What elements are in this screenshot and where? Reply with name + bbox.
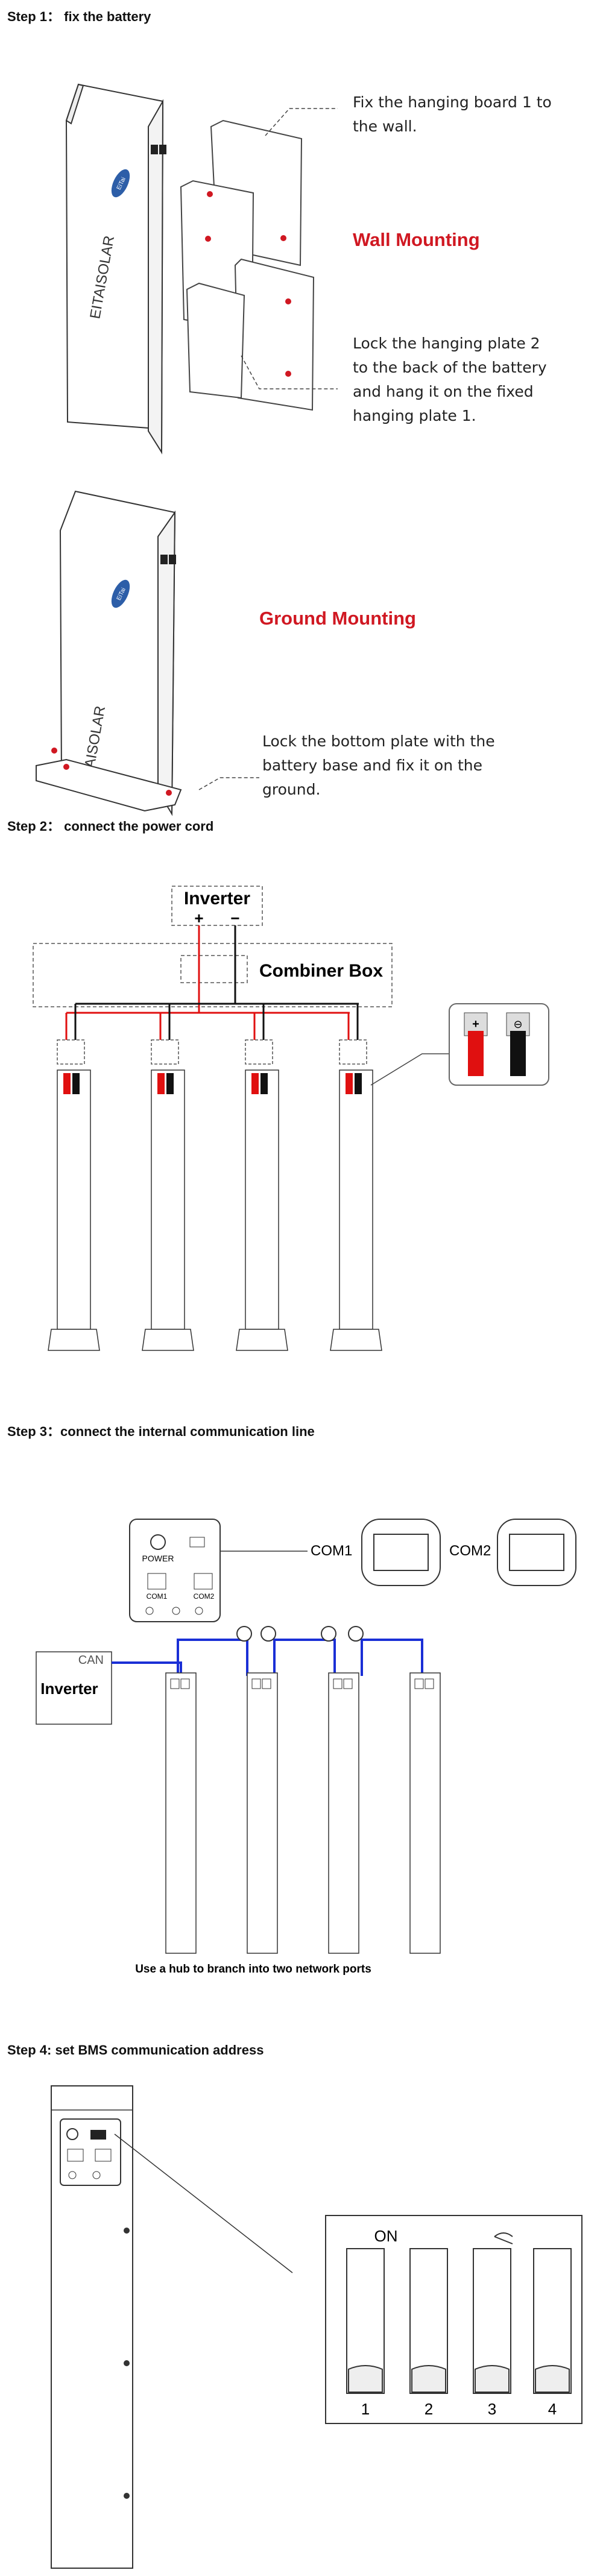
ground-mount-illustration: EiTai EITAISOLAR	[36, 490, 259, 816]
inverter-plus: +	[194, 909, 203, 927]
inverter-label: Inverter	[184, 889, 250, 909]
leader-line-board	[265, 108, 338, 136]
wall-mount-illustration: EiTai EITAISOLAR	[65, 83, 338, 455]
dip-on-label: ON	[374, 2227, 398, 2245]
dip-switches	[346, 2248, 572, 2394]
battery-terminal-marks	[63, 1073, 362, 1094]
step1-heading: Step 1： fix the battery	[7, 9, 151, 24]
com1-label: COM1	[311, 1543, 352, 1559]
mounting-screws	[205, 191, 291, 377]
ground-battery-logo: EiTai	[111, 579, 130, 608]
wall-battery	[65, 83, 164, 455]
inverter-box	[171, 886, 263, 926]
connector-plus-symbol: +	[472, 1018, 479, 1031]
base-screws	[51, 748, 172, 796]
dip-number-4: 4	[548, 2400, 557, 2418]
panel-com2-label: COM2	[194, 1592, 215, 1601]
hub-caption: Use a hub to branch into two network por…	[135, 1963, 371, 1976]
note-base-plate: Lock the bottom plate with the battery b…	[262, 732, 495, 798]
dip-number-2: 2	[425, 2400, 433, 2418]
step3-heading: Step 3：connect the internal communicatio…	[7, 1424, 315, 1439]
panel-power-label: POWER	[142, 1554, 174, 1563]
leader-line-plate	[241, 355, 338, 389]
comm-inverter-label: Inverter	[40, 1680, 98, 1698]
panel-com1-label: COM1	[147, 1592, 168, 1601]
step2-heading: Step 2： connect the power cord	[7, 819, 214, 834]
dip-number-1: 1	[361, 2400, 370, 2418]
can-label: CAN	[78, 1654, 104, 1667]
power-wiring-diagram: Inverter + − Combiner Box	[33, 886, 549, 1351]
comm-batteries	[165, 1672, 441, 1954]
leader-line-base	[198, 777, 259, 790]
connector-minus-symbol: ⊖	[513, 1018, 522, 1030]
dip-number-3: 3	[488, 2400, 496, 2418]
ground-battery	[59, 490, 176, 816]
wall-mounting-title: Wall Mounting	[353, 229, 480, 250]
comm-cables	[112, 1639, 423, 1676]
inverter-minus: −	[230, 909, 239, 927]
com2-label: COM2	[449, 1543, 491, 1559]
dip-arrow-icon	[494, 2232, 513, 2244]
comm-inverter-box	[36, 1651, 112, 1725]
com1-port-zoom	[361, 1519, 441, 1586]
com2-port-zoom	[497, 1519, 576, 1586]
note-hanging-board: Fix the hanging board 1 to the wall.	[353, 93, 552, 135]
hanging-plates	[180, 119, 315, 411]
base-plate	[36, 758, 182, 812]
battery-breakers	[57, 1039, 367, 1065]
communication-diagram: POWER COM1 COM2 COM1 COM2 CAN Inverter U…	[36, 1519, 576, 1976]
battery-logo-badge: EiTai	[111, 169, 130, 198]
dip-callout-line	[114, 2134, 293, 2273]
comm-battery-ports	[170, 1678, 434, 1689]
step4-heading: Step 4: set BMS communication address	[7, 2042, 264, 2058]
hub-connectors	[236, 1626, 364, 1642]
battery-terminals	[151, 145, 166, 154]
connector-negative: ⊖	[506, 1012, 530, 1076]
power-batteries	[48, 1069, 382, 1351]
connector-positive: +	[464, 1012, 488, 1076]
combiner-label: Combiner Box	[259, 961, 383, 981]
ground-terminals	[160, 555, 176, 564]
note-hanging-plate: Lock the hanging plate 2 to the back of …	[353, 335, 547, 424]
connector-callout-line	[370, 1053, 449, 1086]
combiner-switch-box	[180, 955, 248, 983]
dip-switch-diagram: ON 1 2 3 4	[51, 2085, 582, 2569]
ground-mounting-title: Ground Mounting	[259, 608, 416, 629]
port-panel	[129, 1519, 221, 1622]
